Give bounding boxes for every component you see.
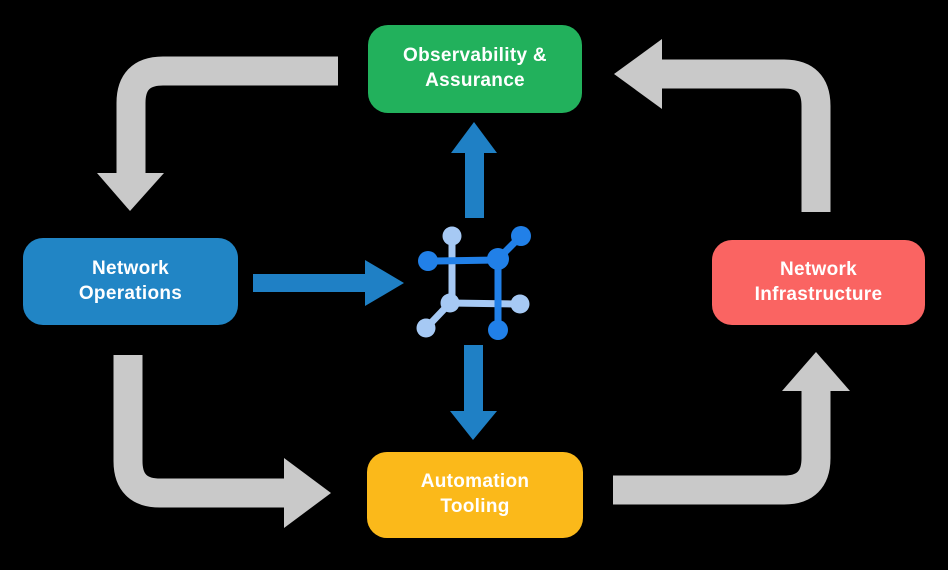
icon-node-top-right: [487, 248, 509, 270]
network-icon-light-part: [416, 226, 530, 338]
node-network-infrastructure: Network Infrastructure: [712, 240, 925, 325]
node-label-line: Network: [779, 258, 858, 280]
icon-dot-left: [418, 251, 438, 271]
icon-dot-bottom: [488, 320, 508, 340]
node-label-line: Observability &: [403, 45, 547, 67]
flow-arrowhead-right-icon: [284, 458, 331, 528]
node-label-line: Automation: [420, 471, 530, 493]
flow-arrowhead-up-icon: [782, 352, 850, 391]
blue-arrow-shaft: [465, 152, 484, 218]
node-network-operations: Network Operations: [23, 238, 238, 325]
icon-dot-top-right: [511, 226, 531, 246]
blue-arrowhead-down-icon: [450, 411, 497, 440]
network-nodes-icon: [416, 226, 531, 340]
blue-arrow-center-to-tooling: [450, 345, 497, 440]
flow-arrowhead-left-icon: [614, 39, 662, 109]
icon-line-bottom-edge: [446, 299, 517, 308]
flow-arrow-shaft: [116, 56, 338, 174]
node-label-line: Infrastructure: [754, 283, 883, 305]
flow-arrowhead-down-icon: [97, 173, 164, 211]
icon-dot-top: [442, 226, 462, 246]
node-label-line: Operations: [78, 282, 183, 304]
flow-arrow-shaft: [113, 355, 284, 508]
node-label-line: Network: [91, 257, 170, 279]
node-observability-assurance: Observability & Assurance: [368, 25, 582, 113]
flow-arrow-shaft: [662, 59, 831, 212]
blue-arrow-center-to-observability: [451, 122, 497, 218]
flow-arrow-observability-to-operations: [97, 56, 338, 211]
icon-line-top-edge: [432, 256, 501, 265]
blue-arrowhead-up-icon: [451, 122, 497, 153]
blue-arrow-shaft: [253, 274, 366, 292]
flow-arrow-operations-to-tooling: [113, 355, 331, 528]
node-label-line: Tooling: [440, 496, 510, 517]
blue-arrow-shaft: [464, 345, 483, 412]
flow-arrow-tooling-to-infrastructure: [613, 352, 850, 505]
icon-dot-bottom-left: [416, 318, 436, 338]
blue-arrowhead-right-icon: [365, 260, 404, 306]
flow-arrow-infrastructure-to-observability: [614, 39, 831, 212]
icon-dot-right: [510, 294, 530, 314]
flow-arrow-shaft: [613, 391, 831, 505]
network-icon-dark-part: [418, 226, 531, 340]
node-automation-tooling: Automation Tooling: [367, 452, 583, 538]
node-label-line: Assurance: [425, 70, 525, 91]
blue-arrow-operations-to-center: [253, 260, 404, 306]
icon-node-bottom-left: [440, 293, 460, 313]
